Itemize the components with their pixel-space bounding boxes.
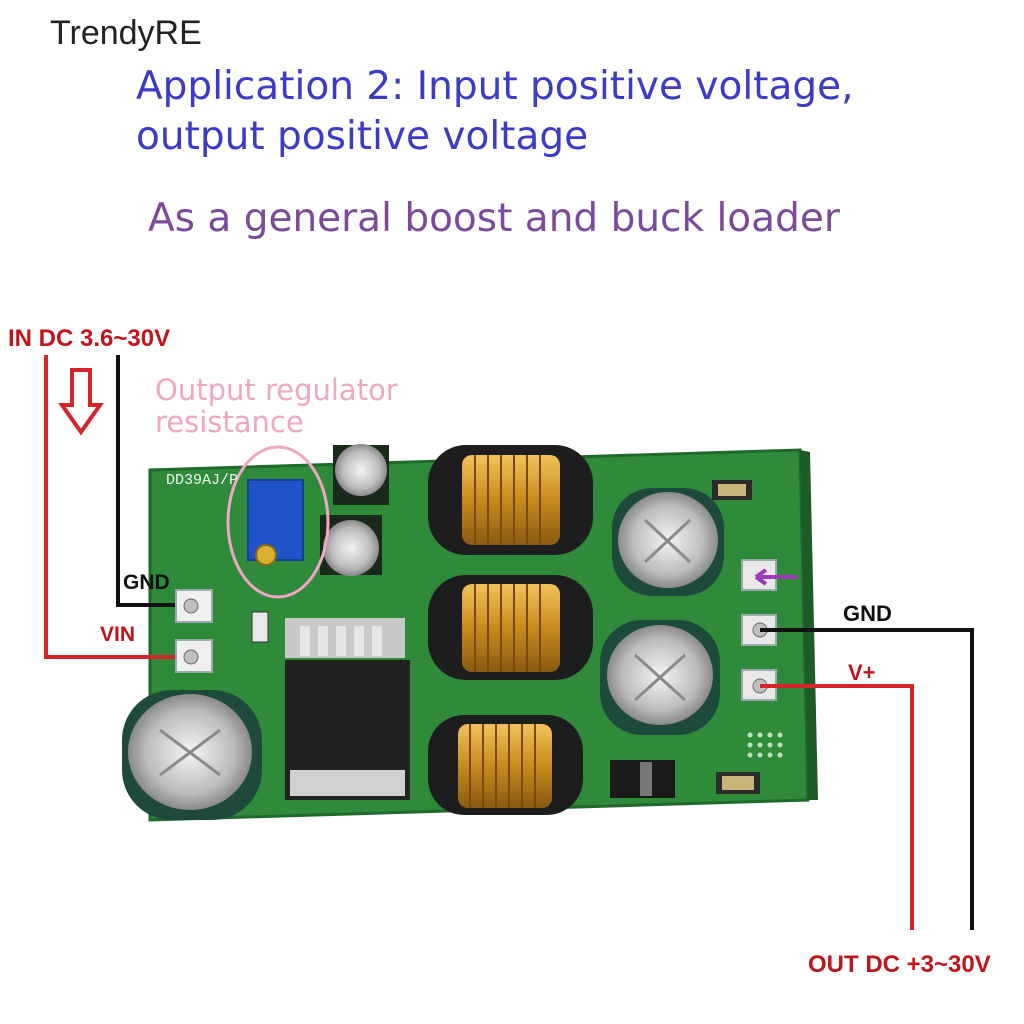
gnd-wire-left <box>116 355 190 607</box>
output-gnd-label: GND <box>843 601 892 626</box>
gnd-wire-right <box>760 628 974 930</box>
regulator-highlight-circle <box>226 445 330 599</box>
small-capacitor-1 <box>333 444 389 505</box>
vin-wire <box>44 355 190 659</box>
input-voltage-label: IN DC 3.6~30V <box>8 325 171 352</box>
smd-c2 <box>251 611 269 643</box>
capacitor-right-bottom <box>600 620 720 735</box>
small-capacitor-2 <box>320 515 382 576</box>
brand-watermark: TrendyRE <box>50 14 202 52</box>
inductor-middle <box>428 575 593 680</box>
title-line-1: Application 2: Input positive voltage, <box>136 64 854 109</box>
input-arrow-icon <box>58 368 104 436</box>
regulator-note-line-1: Output regulator <box>155 373 398 407</box>
via-grid <box>747 732 783 758</box>
board-model-label: DD39AJ/P <box>166 472 239 489</box>
inductor-top <box>428 445 593 555</box>
vplus-wire <box>760 684 914 930</box>
potentiometer <box>247 479 304 566</box>
output-voltage-label: OUT DC +3~30V <box>808 951 991 978</box>
regulator-note-line-2: resistance <box>155 405 304 439</box>
subtitle: As a general boost and buck loader <box>148 196 840 241</box>
inductor-bottom <box>428 715 583 815</box>
capacitor-right-top <box>612 488 724 596</box>
input-vin-label: VIN <box>100 623 136 646</box>
output-vplus-label: V+ <box>848 660 876 685</box>
title-line-2: output positive voltage <box>136 114 589 159</box>
input-gnd-label: GND <box>123 571 170 594</box>
regulator-ic <box>285 618 410 800</box>
capacitor-left <box>122 690 262 820</box>
